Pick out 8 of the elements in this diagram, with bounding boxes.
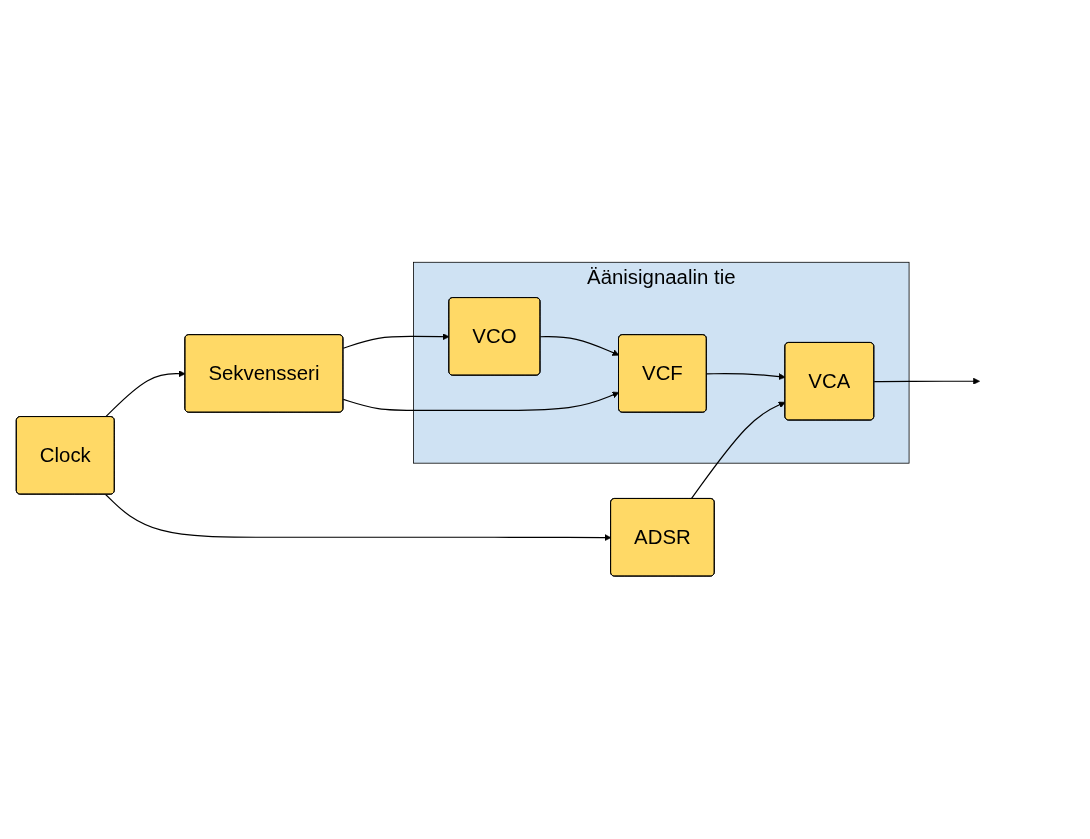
arrow: [539, 336, 620, 357]
arrow: [873, 378, 980, 385]
arrow: [105, 494, 612, 542]
arrow: [342, 333, 450, 350]
arrow: [690, 402, 786, 500]
arrow: [706, 373, 786, 381]
arrow: [105, 370, 186, 418]
arrow: [342, 391, 620, 412]
